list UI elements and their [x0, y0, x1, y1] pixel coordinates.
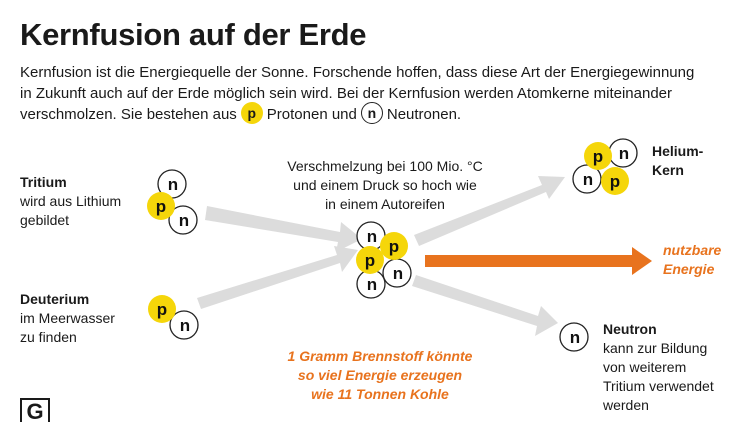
neutron-desc-2: von weiterem: [603, 359, 687, 375]
tritium-neutron-bottom: [168, 205, 198, 235]
helium-arrow: [414, 176, 565, 246]
fusion-condition-label: Verschmelzung bei 100 Mio. °C und einem …: [270, 157, 500, 214]
free-neutron-label: n: [570, 328, 580, 347]
fusion-neutron-top-label: n: [367, 227, 377, 246]
fusion-condition-1: Verschmelzung bei 100 Mio. °C: [287, 158, 483, 174]
fusion-proton-right-label: p: [389, 237, 399, 256]
deuterium-desc-1: im Meerwasser: [20, 310, 115, 326]
helium-label: Helium- Kern: [652, 142, 703, 180]
fusion-nucleus: [356, 221, 412, 299]
energy-arrow: [425, 247, 652, 275]
neutron-desc-3: Tritium verwendet: [603, 378, 714, 394]
intro-line-3-c: Neutronen.: [386, 106, 462, 123]
deuterium-proton: [148, 295, 176, 323]
helium-name-2: Kern: [652, 162, 684, 178]
deuterium-desc-2: zu finden: [20, 329, 77, 345]
helium-proton-top: [584, 142, 612, 170]
helium-name-1: Helium-: [652, 143, 704, 159]
neutron-name: Neutron: [603, 321, 657, 337]
helium-neutron-top-label: n: [619, 144, 629, 163]
proton-legend-icon: p: [240, 102, 263, 125]
comparison-label: 1 Gramm Brennstoff könnte so viel Energi…: [255, 347, 505, 404]
fusion-condition-3: in einem Autoreifen: [325, 196, 445, 212]
fusion-proton-right: [380, 232, 408, 260]
helium-proton-bottom: [601, 167, 629, 195]
page-title: Kernfusion auf der Erde: [20, 17, 367, 52]
intro-line-3-b: Protonen und: [266, 106, 357, 123]
fusion-neutron-bottom-left-label: n: [367, 275, 377, 294]
intro-line-1: Kernfusion ist die Energiequelle der Son…: [20, 64, 695, 81]
tritium-desc-2: gebildet: [20, 212, 70, 228]
energy-label-1: nutzbare: [663, 242, 722, 258]
tritium-proton: [147, 192, 175, 220]
deuterium-neutron-label: n: [180, 316, 190, 335]
tritium-label: Tritium wird aus Lithium gebildet: [20, 173, 121, 230]
comparison-1: 1 Gramm Brennstoff könnte: [287, 348, 473, 364]
fusion-proton-left: [356, 246, 384, 274]
energy-label: nutzbare Energie: [663, 241, 721, 279]
neutron-desc-1: kann zur Bildung: [603, 340, 708, 356]
fusion-neutron-right-label: n: [393, 264, 403, 283]
tritium-desc-1: wird aus Lithium: [20, 193, 122, 209]
comparison-2: so viel Energie erzeugen: [297, 367, 463, 383]
deuterium-nucleus: [148, 295, 199, 340]
publisher-logo: G: [20, 398, 50, 422]
neutron-desc-4: werden: [603, 397, 649, 413]
energy-label-2: Energie: [663, 261, 715, 277]
tritium-neutron-top-label: n: [168, 175, 178, 194]
helium-nucleus: [572, 138, 638, 195]
deuterium-neutron: [169, 310, 199, 340]
helium-neutron-left-label: n: [583, 170, 593, 189]
fusion-proton-left-label: p: [365, 251, 375, 270]
helium-proton-bottom-label: p: [610, 172, 620, 191]
neutron-label: Neutron kann zur Bildung von weiterem Tr…: [603, 320, 714, 415]
tritium-name: Tritium: [20, 174, 67, 190]
neutron-legend-icon: n: [360, 102, 383, 125]
free-neutron: [559, 322, 589, 352]
deuterium-name: Deuterium: [20, 291, 90, 307]
fusion-condition-2: und einem Druck so hoch wie: [293, 177, 477, 193]
intro-line-2: in Zukunft auch auf der Erde möglich sei…: [20, 85, 673, 102]
deuterium-label: Deuterium im Meerwasser zu finden: [20, 290, 115, 347]
tritium-neutron-bottom-label: n: [179, 211, 189, 230]
neutron-arrow: [412, 275, 558, 336]
tritium-proton-label: p: [156, 197, 166, 216]
comparison-3: wie 11 Tonnen Kohle: [311, 386, 449, 402]
intro-text: Kernfusion ist die Energiequelle der Son…: [20, 62, 735, 125]
tritium-nucleus: [147, 169, 198, 235]
intro-line-3-a: verschmolzen. Sie bestehen aus: [20, 106, 237, 123]
tritium-arrow: [205, 206, 362, 252]
helium-neutron-left: [572, 164, 602, 194]
deuterium-arrow: [197, 246, 358, 309]
helium-proton-top-label: p: [593, 147, 603, 166]
deuterium-proton-label: p: [157, 300, 167, 319]
